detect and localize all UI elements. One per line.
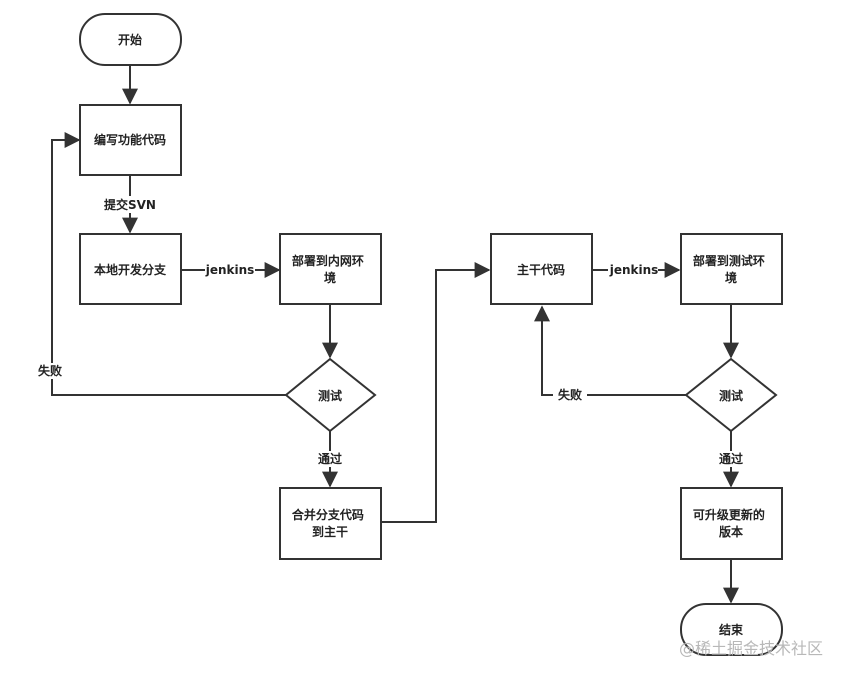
node-test-left-label: 测试	[318, 388, 342, 403]
edge-label-pass-right: 通过	[719, 451, 743, 466]
node-trunk: 主干代码	[490, 233, 593, 305]
edge-label-jenkins-left: jenkins	[205, 263, 255, 277]
node-end-label: 结束	[719, 622, 744, 637]
node-release-line-2: 版本	[719, 524, 743, 539]
edge-label-fail-right: 失败	[558, 387, 582, 402]
edge-label-pass-left: 通过	[318, 451, 342, 466]
watermark: @稀土掘金技术社区	[679, 639, 823, 658]
edge-test-fail-back-to-trunk	[534, 305, 686, 396]
node-deploy-test-line-2: 境	[725, 270, 737, 285]
node-merge-line-1: 合并分支代码	[292, 507, 364, 522]
connectors	[51, 65, 739, 604]
node-start: 开始	[79, 13, 182, 66]
node-trunk-label: 主干代码	[517, 262, 565, 277]
node-write-code: 编写功能代码	[79, 104, 182, 176]
edge-label-fail-left: 失败	[38, 363, 62, 378]
edge-merge-to-trunk	[381, 262, 491, 523]
node-local-branch-label: 本地开发分支	[94, 262, 167, 277]
edge-label-jenkins-right: jenkins	[609, 263, 659, 277]
node-test-right: 测试	[684, 357, 778, 433]
node-merge-line-2: 到主干	[312, 524, 348, 539]
node-deploy-intranet-line-1: 部署到内网环	[292, 253, 364, 268]
node-release-label: 可升级更新的 版本	[693, 507, 769, 539]
node-deploy-test-line-1: 部署到测试环	[693, 253, 765, 268]
node-start-label: 开始	[118, 32, 142, 47]
node-release: 可升级更新的 版本	[680, 487, 783, 560]
node-release-line-1: 可升级更新的	[693, 507, 765, 522]
node-merge: 合并分支代码 到主干	[279, 487, 382, 560]
node-test-left: 测试	[284, 357, 377, 433]
node-merge-label: 合并分支代码 到主干	[292, 507, 368, 539]
node-deploy-test: 部署到测试环 境	[680, 233, 783, 305]
node-deploy-intranet-label: 部署到内网环 境	[292, 253, 368, 285]
node-local-branch: 本地开发分支	[79, 233, 182, 305]
node-deploy-intranet: 部署到内网环 境	[279, 233, 382, 305]
node-deploy-intranet-line-2: 境	[324, 270, 336, 285]
node-write-code-label: 编写功能代码	[93, 132, 166, 147]
node-deploy-test-label: 部署到测试环 境	[693, 253, 769, 285]
edge-test-fail-back-to-write	[51, 132, 286, 396]
node-test-right-label: 测试	[719, 388, 743, 403]
edge-label-commit-svn: 提交SVN	[104, 197, 156, 212]
node-end: 结束	[680, 603, 783, 656]
edge-labels: 提交SVN jenkins jenkins 失败 通过 失败 通过	[33, 196, 748, 467]
